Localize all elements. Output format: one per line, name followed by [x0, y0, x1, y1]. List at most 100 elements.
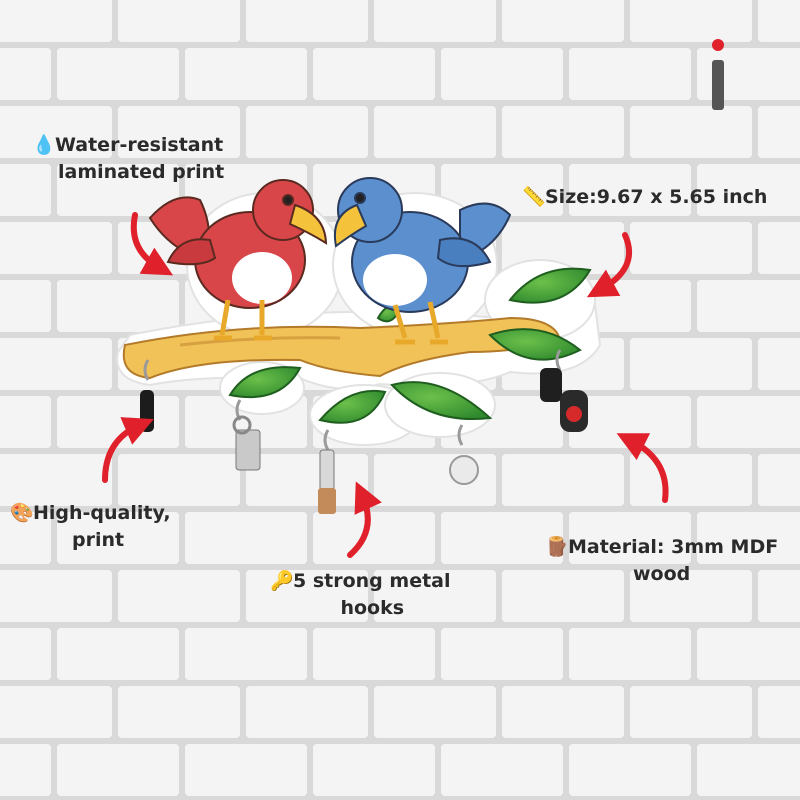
- key-icon: 🔑: [270, 570, 294, 592]
- brick: [502, 570, 624, 622]
- brick: [502, 106, 624, 158]
- brick: [374, 570, 496, 622]
- brick: [313, 512, 435, 564]
- brick: [185, 48, 307, 100]
- leaves: [228, 267, 592, 424]
- callout-quality-line2: print: [72, 529, 125, 551]
- brick: [697, 164, 800, 216]
- brick: [0, 280, 51, 332]
- brick: [569, 744, 691, 796]
- callout-high-quality: 🎨High-quality, print: [10, 500, 171, 554]
- callout-hooks: 🔑5 strong metal hooks: [270, 568, 451, 622]
- brick: [374, 0, 496, 42]
- brick: [630, 686, 752, 738]
- brick: [502, 686, 624, 738]
- brick: [758, 570, 800, 622]
- brick: [758, 338, 800, 390]
- brick: [630, 106, 752, 158]
- callout-size: 📏Size:9.67 x 5.65 inch: [522, 184, 767, 211]
- brick: [313, 48, 435, 100]
- brick: [57, 744, 179, 796]
- brick: [441, 628, 563, 680]
- brick: [0, 338, 112, 390]
- brick: [313, 744, 435, 796]
- callout-size-line1: Size:9.67 x 5.65 inch: [545, 186, 768, 208]
- brick: [697, 628, 800, 680]
- brick: [0, 570, 112, 622]
- brick: [758, 0, 800, 42]
- brick: [569, 512, 691, 564]
- brick: [0, 106, 112, 158]
- brick: [697, 744, 800, 796]
- brick: [246, 454, 368, 506]
- brick: [630, 0, 752, 42]
- brick: [569, 396, 691, 448]
- brick: [246, 0, 368, 42]
- brick: [0, 396, 51, 448]
- ruler-icon: 📏: [522, 186, 546, 208]
- hanging-keys: [140, 368, 588, 514]
- palette-icon: 🎨: [10, 502, 34, 524]
- brick: [57, 628, 179, 680]
- brick: [697, 396, 800, 448]
- callout-quality-line1: High-quality,: [33, 502, 171, 524]
- brick: [502, 0, 624, 42]
- water-drop-icon: 💧: [32, 134, 56, 156]
- brick: [118, 570, 240, 622]
- brick: [697, 280, 800, 332]
- brick: [118, 106, 240, 158]
- brick: [185, 512, 307, 564]
- brick: [246, 570, 368, 622]
- callout-water-resistant: 💧Water-resistant laminated print: [32, 132, 224, 186]
- brick: [57, 48, 179, 100]
- brick: [246, 106, 368, 158]
- callout-arrows: [102, 212, 669, 558]
- brick: [569, 628, 691, 680]
- brick: [0, 512, 51, 564]
- brick: [0, 0, 112, 42]
- brick: [441, 744, 563, 796]
- key-holder-product: [116, 177, 602, 514]
- brick: [57, 512, 179, 564]
- brick: [758, 454, 800, 506]
- brick: [118, 0, 240, 42]
- brick: [0, 454, 112, 506]
- brick: [630, 570, 752, 622]
- brick: [118, 686, 240, 738]
- brick: [118, 454, 240, 506]
- brick: [185, 744, 307, 796]
- brick: [0, 222, 112, 274]
- brick: [630, 454, 752, 506]
- callout-material: 🪵Material: 3mm MDF wood: [545, 534, 778, 588]
- brick: [185, 628, 307, 680]
- brick: [0, 164, 51, 216]
- brick: [502, 454, 624, 506]
- brick: [246, 686, 368, 738]
- brick: [441, 48, 563, 100]
- brick: [758, 686, 800, 738]
- brick: [441, 512, 563, 564]
- brick: [0, 744, 51, 796]
- brick: [441, 164, 563, 216]
- brick: [697, 512, 800, 564]
- callout-hooks-line1: 5 strong metal: [293, 570, 451, 592]
- metal-hooks: [143, 349, 562, 451]
- brick: [0, 686, 112, 738]
- brick: [758, 222, 800, 274]
- callout-hooks-line2: hooks: [340, 597, 405, 619]
- brick: [569, 48, 691, 100]
- callout-water-line2: laminated print: [58, 161, 225, 183]
- brick: [57, 164, 179, 216]
- callout-water-line1: Water-resistant: [55, 134, 224, 156]
- brick: [374, 106, 496, 158]
- brick: [0, 628, 51, 680]
- brick: [758, 106, 800, 158]
- wood-log-icon: 🪵: [545, 536, 569, 558]
- brand-logo: [712, 39, 724, 110]
- brick: [630, 222, 752, 274]
- brick: [569, 164, 691, 216]
- red-bird: [148, 179, 328, 341]
- callout-material-line2: wood: [632, 563, 691, 585]
